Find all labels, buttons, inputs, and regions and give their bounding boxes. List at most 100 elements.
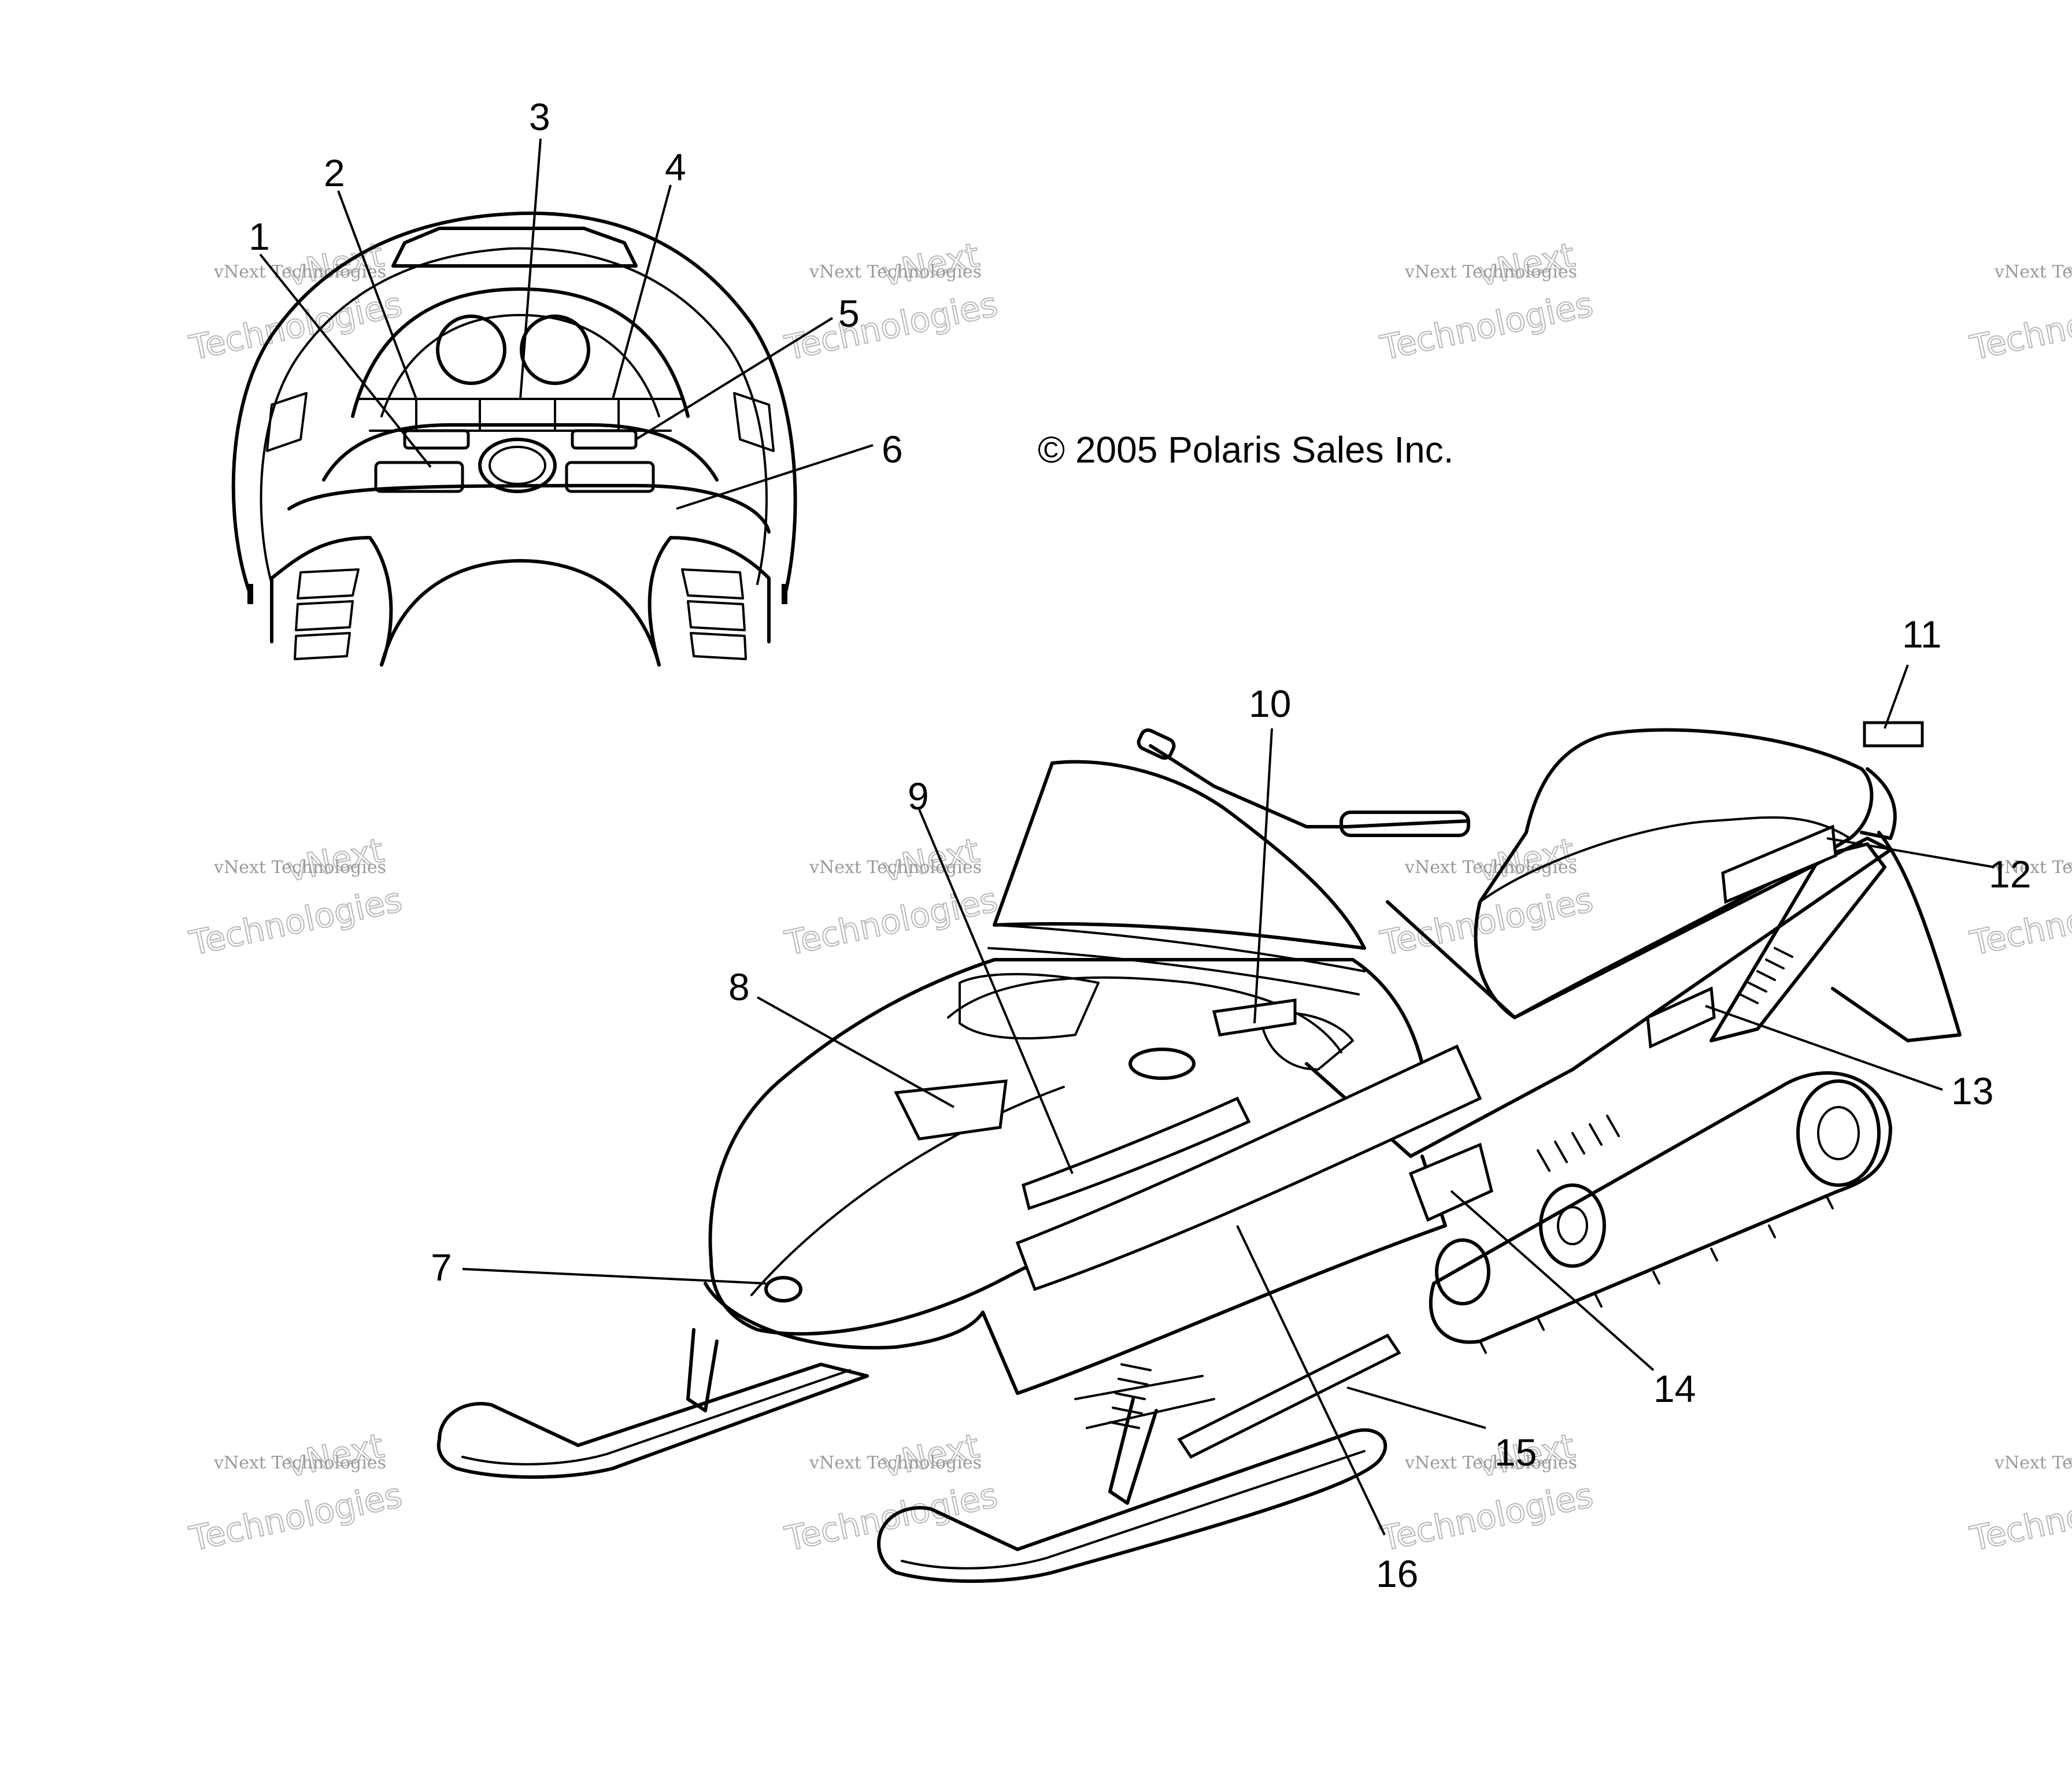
callout-11: 11 [1902, 613, 1942, 656]
hood-center-arch [380, 559, 661, 667]
leader-11 [1884, 664, 1909, 729]
dash-panel-dividers [415, 398, 620, 432]
watermark: Technologies vNext vNext Technologies [1966, 1426, 2072, 1559]
hood-dash-window [959, 973, 1100, 1039]
hood-side-scoop-right [733, 392, 775, 452]
decal-14 [1408, 1142, 1493, 1222]
callout-4: 4 [665, 146, 686, 188]
snowmobile-view [436, 721, 1962, 1583]
right-ski [877, 1428, 1388, 1583]
decal-12 [1721, 824, 1837, 904]
left-ski [436, 1363, 869, 1479]
watermark-big: Technologies [1377, 1475, 1597, 1559]
hood-top-ridge [391, 227, 638, 268]
watermark: Technologies vNext vNext Technologies [1377, 235, 1597, 368]
rear-suspension-arm [1710, 842, 1886, 1042]
hood-nose-emblem [764, 1276, 802, 1303]
hood-marker-left [247, 584, 253, 604]
watermark-big: Technologies [1967, 284, 2072, 368]
hood-dash-view [231, 211, 797, 667]
side-vents-left [294, 568, 360, 660]
watermark-small: vNext Technologies [809, 1453, 982, 1473]
decal-16 [1015, 1044, 1482, 1292]
leader-2 [337, 190, 417, 399]
watermark-small: vNext Technologies [213, 857, 386, 878]
leader-1 [259, 253, 432, 468]
callout-13: 13 [1951, 1070, 1993, 1112]
leader-13 [1705, 1005, 1943, 1091]
right-ski-keel [901, 1450, 1366, 1570]
watermark-small: vNext Technologies [213, 262, 386, 282]
dash-frame [351, 287, 690, 418]
watermark: Technologies vNext vNext Technologies [186, 830, 406, 964]
watermark-small: vNext Technologies [1994, 262, 2072, 282]
leader-16 [1236, 1225, 1386, 1536]
watermark-small: vNext Technologies [1994, 1453, 2072, 1473]
rear-idler-hub [1817, 1106, 1860, 1160]
callout-14: 14 [1653, 1367, 1696, 1410]
hood-outer-shell [231, 211, 797, 591]
leader-7 [462, 1268, 767, 1285]
dash-inner-frame [380, 314, 660, 417]
decal-8 [894, 1079, 1008, 1141]
belly-pan [981, 1155, 1447, 1395]
watermark: Technologies vNext vNext Technologies [781, 235, 1002, 368]
copyright-notice: © 2005 Polaris Sales Inc. [1038, 429, 1454, 471]
watermark-small: vNext Technologies [1404, 1453, 1577, 1473]
decal-11 [1863, 721, 1924, 748]
callout-7: 7 [431, 1246, 452, 1289]
front-track-wheel [1435, 1238, 1490, 1305]
tachometer-gauge [520, 314, 590, 385]
watermark: Technologies vNext vNext Technologies [1966, 830, 2072, 964]
headlight [478, 438, 557, 493]
watermark-small: vNext Technologies [1994, 857, 2072, 878]
windshield-band [987, 924, 1366, 996]
callout-8: 8 [728, 965, 750, 1008]
leader-5 [635, 317, 834, 441]
watermark: Technologies vNext vNext Technologies [1966, 235, 2072, 368]
watermark-big: Technologies [1377, 284, 1597, 368]
watermark-small: vNext Technologies [809, 857, 982, 878]
dash-lower-panel [322, 423, 719, 482]
rear-grab-bar [1860, 767, 1897, 840]
leader-lines [259, 138, 1995, 1536]
handlebar [1149, 744, 1470, 828]
front-bumper [704, 1282, 985, 1350]
watermark-small: vNext Technologies [809, 262, 982, 282]
watermark-big: Technologies [186, 880, 406, 963]
callout-3: 3 [529, 95, 550, 138]
watermark-small: vNext Technologies [1404, 262, 1577, 282]
watermark-small: vNext Technologies [213, 1453, 386, 1473]
watermark: Technologies vNext vNext Technologies [781, 1426, 1002, 1559]
leader-15 [1346, 1386, 1486, 1429]
decal-plate-right [571, 429, 638, 450]
bogie-hub [1557, 1206, 1588, 1245]
rear-idler-wheel [1796, 1079, 1881, 1187]
rear-suspension-ladder [1739, 947, 1793, 1004]
decal-plate-left [403, 429, 470, 450]
headlight-lens [489, 446, 546, 485]
leader-12 [1826, 837, 1995, 868]
callout-5: 5 [838, 292, 860, 335]
front-suspension-left [686, 1328, 719, 1412]
hood-headlight [1128, 1048, 1196, 1080]
leader-10 [1253, 728, 1273, 1024]
leader-4 [612, 184, 672, 399]
left-grip [1137, 728, 1176, 760]
front-spring [1109, 1363, 1152, 1429]
speedometer-gauge [436, 314, 506, 385]
track [1429, 1071, 1892, 1344]
decal-plate-left-lower [374, 461, 464, 493]
leader-14 [1450, 1190, 1655, 1371]
seat-edge [1479, 816, 1851, 903]
callout-15: 15 [1494, 1431, 1537, 1474]
hood-bottom-arch [270, 536, 771, 667]
bogie-wheel [1539, 1183, 1606, 1268]
track-lugs [1479, 1196, 1834, 1354]
watermark-big: Technologies [186, 1475, 406, 1559]
callout-labels: 1 2 3 4 5 6 7 8 9 10 11 12 13 14 15 16 [249, 95, 2031, 1595]
decal-13 [1646, 986, 1716, 1049]
watermark-big: Technologies [782, 284, 1001, 368]
watermark: Technologies vNext vNext Technologies [1377, 1426, 1597, 1559]
windshield [993, 760, 1366, 950]
